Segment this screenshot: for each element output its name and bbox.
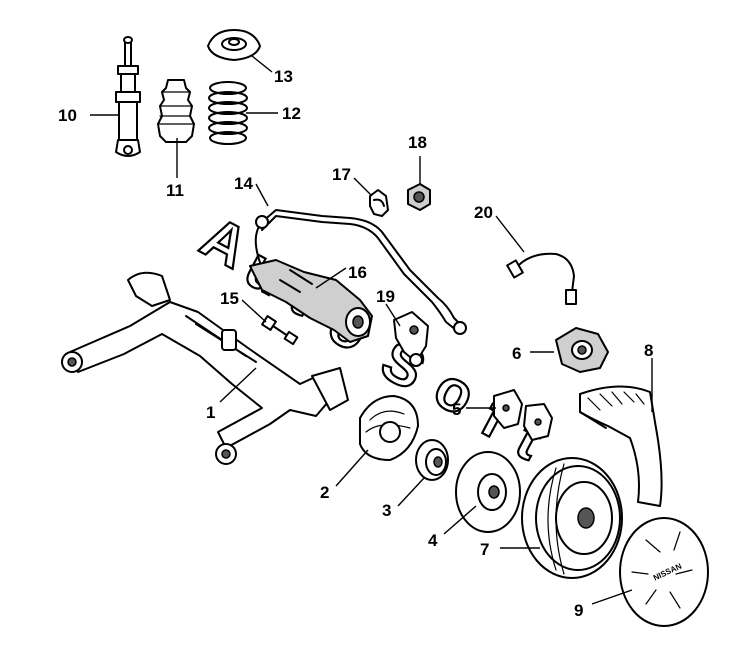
leader-lines [90, 55, 653, 605]
part-brake-pads [493, 389, 553, 441]
part-bolt [261, 315, 299, 346]
callout-2: 2 [320, 483, 329, 502]
callout-4: 4 [428, 531, 438, 550]
callout-20: 20 [474, 203, 493, 222]
callout-13: 13 [274, 67, 293, 86]
callout-16: 16 [348, 263, 367, 282]
callout-6: 6 [512, 344, 521, 363]
callout-8: 8 [644, 341, 653, 360]
callout-9: 9 [574, 601, 583, 620]
callout-10: 10 [58, 106, 77, 125]
part-mud-guard [579, 385, 663, 507]
callout-15: 15 [220, 289, 239, 308]
part-spring-seat [207, 29, 261, 61]
part-axle-beam [61, 271, 349, 465]
part-brake-hose [506, 252, 577, 305]
callout-7: 7 [480, 540, 489, 559]
part-brake-caliper [555, 327, 609, 373]
callout-18: 18 [408, 133, 427, 152]
callout-17: 17 [332, 165, 351, 184]
part-knuckle [249, 259, 373, 343]
part-stabilizer-bushing [407, 183, 431, 211]
callouts: 10 11 12 13 14 17 18 20 16 15 19 1 2 3 4… [58, 67, 653, 620]
part-wheel-cover: NISSAN [619, 517, 709, 627]
part-wheel-hub [415, 439, 449, 481]
part-brake-disc [455, 451, 521, 533]
part-bump-stop [157, 79, 195, 143]
callout-14: 14 [234, 174, 253, 193]
part-wheel-rim [521, 457, 623, 579]
callout-19: 19 [376, 287, 395, 306]
callout-11: 11 [166, 181, 184, 200]
callout-12: 12 [282, 104, 301, 123]
part-stabilizer-bar [254, 209, 467, 335]
part-shock-absorber [115, 36, 141, 157]
part-backing-plate [359, 395, 419, 461]
part-bushing-clamp [369, 189, 389, 217]
callout-3: 3 [382, 501, 391, 520]
part-coil-spring [208, 81, 248, 145]
callout-1: 1 [206, 403, 215, 422]
callout-5: 5 [452, 400, 461, 419]
part-caliper-bracket [393, 311, 429, 367]
